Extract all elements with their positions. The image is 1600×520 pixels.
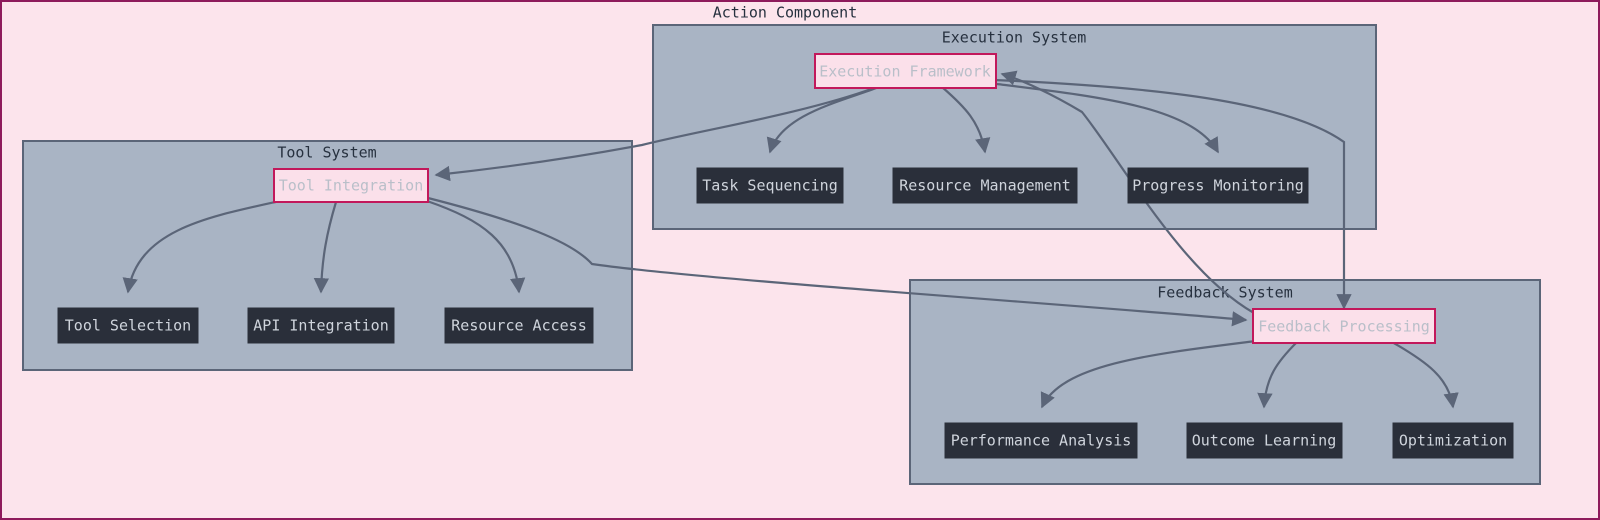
node-execution-framework[interactable]: Execution Framework — [814, 53, 997, 89]
diagram-root-title: Action Component — [713, 4, 858, 22]
node-api-integration-label: API Integration — [253, 317, 388, 335]
node-resource-management[interactable]: Resource Management — [892, 167, 1078, 204]
node-tool-integration-label: Tool Integration — [279, 177, 424, 195]
node-feedback-processing-label: Feedback Processing — [1258, 318, 1430, 336]
node-progress-monitoring[interactable]: Progress Monitoring — [1127, 167, 1309, 204]
node-feedback-processing[interactable]: Feedback Processing — [1252, 308, 1436, 344]
edge-execution-framework-to-resource-management — [941, 86, 991, 154]
edge-group — [122, 70, 1459, 409]
node-api-integration[interactable]: API Integration — [247, 307, 395, 344]
edge-tool-integration-to-feedback-processing — [427, 196, 1248, 327]
node-execution-framework-box[interactable] — [814, 53, 997, 89]
node-api-integration-box[interactable] — [247, 307, 395, 344]
node-resource-access-box[interactable] — [444, 307, 594, 344]
node-tool-integration-box[interactable] — [273, 168, 429, 203]
edge-execution-framework-to-feedback-processing — [993, 78, 1352, 310]
edge-tool-integration-to-resource-access — [426, 199, 526, 294]
edge-execution-framework-to-progress-monitoring — [996, 82, 1219, 154]
node-outcome-learning-label: Outcome Learning — [1192, 432, 1337, 450]
node-tool-integration[interactable]: Tool Integration — [273, 168, 429, 203]
node-performance-analysis-box[interactable] — [944, 422, 1138, 459]
edge-feedback-processing-to-outcome-learning — [1257, 341, 1298, 409]
node-resource-management-label: Resource Management — [899, 177, 1071, 195]
node-resource-management-box[interactable] — [892, 167, 1078, 204]
node-performance-analysis-label: Performance Analysis — [951, 432, 1132, 450]
node-task-sequencing-box[interactable] — [696, 167, 844, 204]
node-task-sequencing[interactable]: Task Sequencing — [696, 167, 844, 204]
edge-feedback-processing-to-execution-framework — [1000, 70, 1255, 314]
node-task-sequencing-label: Task Sequencing — [702, 177, 837, 195]
cluster-execution-system-title: Execution System — [942, 29, 1087, 47]
node-execution-framework-label: Execution Framework — [819, 63, 991, 81]
node-feedback-processing-box[interactable] — [1252, 308, 1436, 344]
node-outcome-learning-box[interactable] — [1186, 422, 1343, 459]
node-optimization-label: Optimization — [1399, 432, 1507, 450]
edge-feedback-processing-to-optimization — [1391, 341, 1459, 409]
node-optimization-box[interactable] — [1392, 422, 1514, 459]
node-progress-monitoring-box[interactable] — [1127, 167, 1309, 204]
edge-feedback-processing-to-performance-analysis — [1040, 339, 1257, 409]
node-performance-analysis[interactable]: Performance Analysis — [944, 422, 1138, 459]
node-tool-selection-box[interactable] — [57, 307, 199, 344]
cluster-tool-system-title: Tool System — [277, 144, 376, 162]
node-tool-selection[interactable]: Tool Selection — [57, 307, 199, 344]
node-optimization[interactable]: Optimization — [1392, 422, 1514, 459]
edge-execution-framework-to-tool-integration — [434, 86, 875, 182]
node-progress-monitoring-label: Progress Monitoring — [1132, 177, 1304, 195]
node-resource-access-label: Resource Access — [451, 317, 586, 335]
edge-tool-integration-to-api-integration — [313, 201, 338, 294]
node-outcome-learning[interactable]: Outcome Learning — [1186, 422, 1343, 459]
edge-tool-integration-to-tool-selection — [122, 199, 281, 294]
node-tool-selection-label: Tool Selection — [65, 317, 191, 335]
node-resource-access[interactable]: Resource Access — [444, 307, 594, 344]
